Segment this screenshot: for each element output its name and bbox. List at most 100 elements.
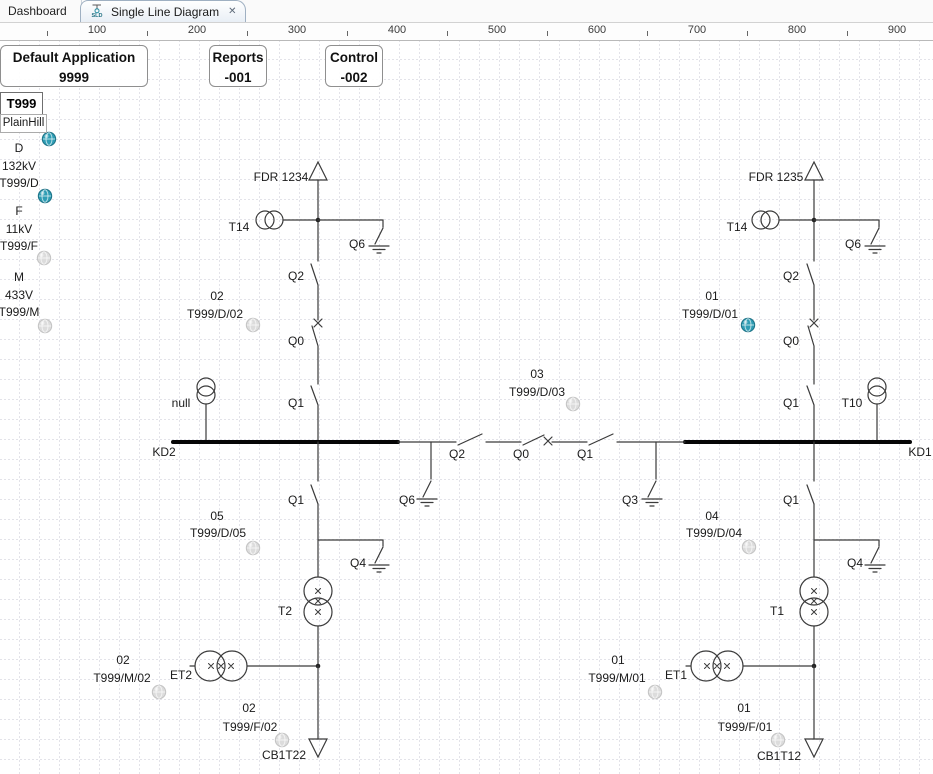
globe-offline-icon[interactable]: [245, 540, 261, 556]
bayf02-number-label[interactable]: 02: [242, 701, 256, 715]
q6-right-top-label[interactable]: Q6: [844, 237, 862, 251]
station-label[interactable]: T999: [0, 92, 43, 116]
bay02-path-label[interactable]: T999/D/02: [186, 307, 244, 321]
feeder-cb1t12[interactable]: [804, 665, 824, 759]
feeder-arrow-cb1t12[interactable]: [804, 738, 824, 759]
disconnector-q1-coupler[interactable]: [588, 433, 614, 446]
bay01-number-label[interactable]: 01: [705, 289, 719, 303]
fdr1235-label[interactable]: FDR 1235: [748, 170, 804, 184]
baym02-path-label[interactable]: T999/M/02: [93, 671, 151, 685]
baym01-number-label[interactable]: 01: [611, 653, 625, 667]
earth-switch-q4-right[interactable]: [813, 539, 886, 573]
bay-t999-d-01[interactable]: [751, 160, 886, 443]
globe-offline-icon[interactable]: [274, 732, 290, 748]
bay05-path-label[interactable]: T999/D/05: [189, 526, 247, 540]
t2-label[interactable]: T2: [277, 604, 293, 618]
tab-single-line-diagram[interactable]: SLD Single Line Diagram ✕: [80, 0, 247, 22]
tab-dashboard[interactable]: Dashboard: [0, 0, 82, 22]
cb1t12-label[interactable]: CB1T12: [756, 749, 802, 763]
q1-right-lower-label[interactable]: Q1: [782, 493, 800, 507]
voltage-level-voltage[interactable]: 132kV: [1, 158, 37, 173]
et1-label[interactable]: ET1: [664, 668, 688, 682]
disconnector-q2-right[interactable]: [806, 263, 815, 321]
q1-left-lower-label[interactable]: Q1: [287, 493, 305, 507]
earth-switch-q6-coupler[interactable]: [416, 441, 438, 507]
q1-left-label[interactable]: Q1: [287, 396, 305, 410]
q1-coupler-label[interactable]: Q1: [576, 447, 594, 461]
bayf02-path-label[interactable]: T999/F/02: [222, 720, 278, 734]
q2-left-label[interactable]: Q2: [287, 269, 305, 283]
box-default-application[interactable]: Default Application 9999: [0, 45, 148, 87]
disconnector-q1-lower-right[interactable]: [806, 484, 815, 505]
bay-t999-d-02[interactable]: [255, 160, 390, 443]
disconnector-q1-lower-left[interactable]: [310, 484, 319, 505]
vt-t10[interactable]: [867, 377, 887, 443]
ct-t14-left[interactable]: [255, 210, 321, 230]
q6-left-top-label[interactable]: Q6: [348, 237, 366, 251]
vt-null-label[interactable]: null: [171, 396, 191, 410]
disconnector-q2-left[interactable]: [310, 263, 319, 321]
vt-null[interactable]: [196, 377, 216, 443]
baym02-number-label[interactable]: 02: [116, 653, 130, 667]
q4-left-label[interactable]: Q4: [349, 556, 367, 570]
voltage-level-voltage[interactable]: 11kV: [5, 221, 33, 236]
box-reports[interactable]: Reports -001: [209, 45, 267, 87]
bay03-number-label[interactable]: 03: [530, 367, 544, 381]
bay03-path-label[interactable]: T999/D/03: [508, 385, 566, 399]
globe-offline-icon[interactable]: [565, 396, 581, 412]
globe-offline-icon[interactable]: [36, 250, 52, 266]
fdr1234-label[interactable]: FDR 1234: [253, 170, 309, 184]
t1-label[interactable]: T1: [769, 604, 785, 618]
t10-label[interactable]: T10: [841, 396, 863, 410]
breaker-q0-coupler[interactable]: [522, 434, 553, 446]
earth-switch-q6-right[interactable]: [813, 219, 886, 254]
globe-offline-icon[interactable]: [741, 539, 757, 555]
q2-coupler-label[interactable]: Q2: [448, 447, 466, 461]
globe-offline-icon[interactable]: [770, 732, 786, 748]
bay01-path-label[interactable]: T999/D/01: [681, 307, 739, 321]
bay-t999-d-03[interactable]: [397, 433, 686, 507]
close-tab-icon[interactable]: ✕: [228, 6, 237, 17]
voltage-level-letter[interactable]: D: [14, 141, 24, 155]
box-control[interactable]: Control -002: [325, 45, 383, 87]
cb1t22-label[interactable]: CB1T22: [261, 748, 307, 762]
globe-online-icon[interactable]: [740, 317, 756, 333]
kd2-label[interactable]: KD2: [152, 445, 176, 459]
q6-coupler-label[interactable]: Q6: [398, 493, 416, 507]
t14-left-label[interactable]: T14: [228, 220, 250, 234]
feeder-cb1t22[interactable]: [308, 665, 328, 759]
bay-t999-d-04[interactable]: [799, 441, 886, 667]
earth-switch-q3-coupler[interactable]: [641, 441, 663, 507]
t14-right-label[interactable]: T14: [726, 220, 748, 234]
disconnector-q1-right[interactable]: [806, 385, 815, 443]
earth-switch-q4-left[interactable]: [317, 539, 390, 573]
bay02-number-label[interactable]: 02: [210, 289, 224, 303]
et2-label[interactable]: ET2: [169, 668, 193, 682]
q0-left-label[interactable]: Q0: [287, 334, 305, 348]
bayf01-path-label[interactable]: T999/F/01: [717, 720, 773, 734]
q0-right-label[interactable]: Q0: [782, 334, 800, 348]
globe-offline-icon[interactable]: [151, 684, 167, 700]
globe-offline-icon[interactable]: [245, 317, 261, 333]
q4-right-label[interactable]: Q4: [846, 556, 864, 570]
kd1-label[interactable]: KD1: [908, 445, 932, 459]
disconnector-q2-coupler[interactable]: [457, 433, 483, 446]
voltage-level-path[interactable]: T999/D: [0, 176, 39, 190]
breaker-q0-right[interactable]: [807, 318, 819, 385]
globe-online-icon[interactable]: [37, 188, 53, 204]
bay04-number-label[interactable]: 04: [705, 509, 719, 523]
baym01-path-label[interactable]: T999/M/01: [588, 671, 646, 685]
globe-online-icon[interactable]: [41, 131, 57, 147]
ct-t14-right[interactable]: [751, 210, 817, 230]
q3-coupler-label[interactable]: Q3: [621, 493, 639, 507]
breaker-q0-left[interactable]: [311, 318, 323, 385]
voltage-level-letter[interactable]: F: [15, 204, 23, 218]
site-label[interactable]: PlainHill: [0, 114, 47, 133]
bayf01-number-label[interactable]: 01: [737, 701, 751, 715]
q1-right-label[interactable]: Q1: [782, 396, 800, 410]
disconnector-q1-left[interactable]: [310, 385, 319, 443]
globe-offline-icon[interactable]: [647, 684, 663, 700]
q0-coupler-label[interactable]: Q0: [512, 447, 530, 461]
voltage-level-letter[interactable]: M: [14, 270, 24, 284]
globe-offline-icon[interactable]: [37, 318, 53, 334]
